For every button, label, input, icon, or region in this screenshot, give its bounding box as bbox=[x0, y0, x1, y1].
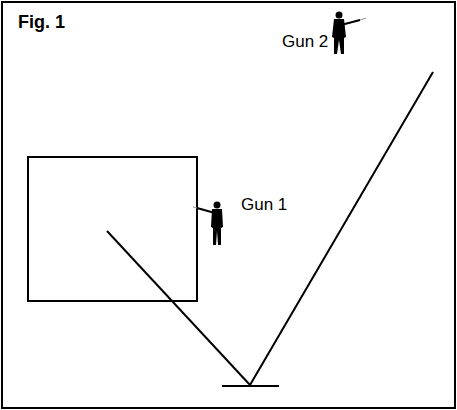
right-arc-line bbox=[250, 72, 433, 385]
left-arc-line bbox=[107, 231, 250, 385]
shooter-label: Gun 2 bbox=[282, 33, 328, 52]
shooter-two bbox=[332, 12, 366, 55]
shooter-one bbox=[193, 202, 223, 246]
trap-base bbox=[222, 385, 279, 387]
shooter-label: Gun 1 bbox=[241, 196, 287, 215]
square-block bbox=[28, 157, 197, 301]
figure-title: Fig. 1 bbox=[18, 13, 65, 33]
